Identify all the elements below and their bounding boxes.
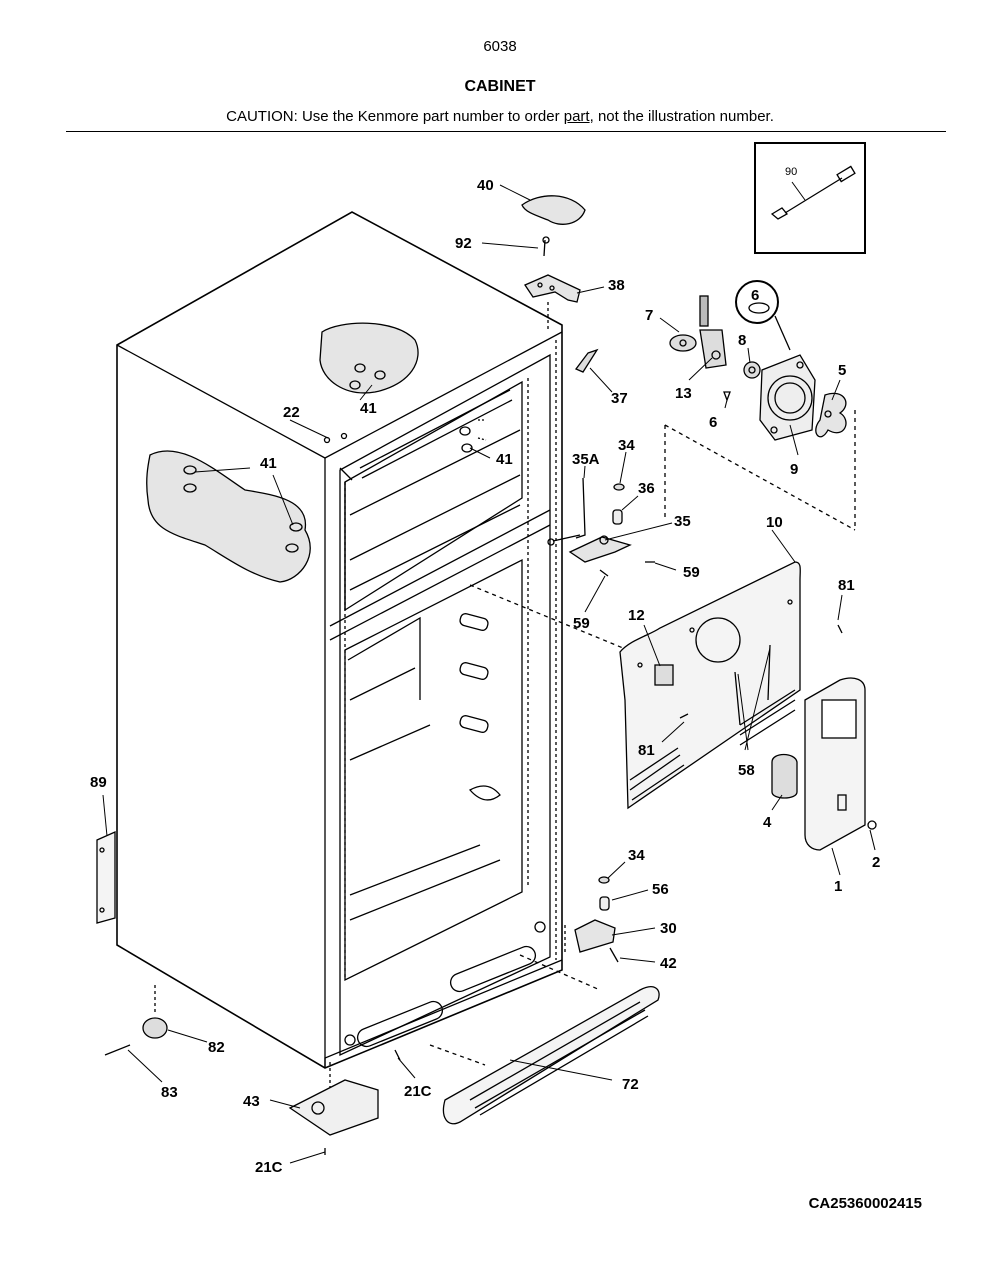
callout-5: 5 xyxy=(838,362,846,379)
callout-12: 12 xyxy=(628,607,645,624)
part-36-bushing xyxy=(612,509,623,525)
callout-58: 58 xyxy=(738,762,755,779)
callout-2: 2 xyxy=(872,854,880,871)
part-37-spacer xyxy=(574,348,599,373)
part-56-bushing xyxy=(599,896,610,911)
part-92-screw xyxy=(542,236,550,257)
part-13-fan-motor xyxy=(699,295,727,369)
part-12-label xyxy=(654,664,674,686)
callout-10: 10 xyxy=(766,514,783,531)
callout-8: 8 xyxy=(738,332,746,349)
document-code: CA25360002415 xyxy=(808,1195,922,1212)
callout-40: 40 xyxy=(477,177,494,194)
callout-90: 90 xyxy=(785,166,797,178)
caution-text-underlined: part xyxy=(563,108,590,125)
part-8-motor-mount xyxy=(743,361,761,379)
cabinet-shell xyxy=(116,211,641,1095)
callout-7: 7 xyxy=(645,307,653,324)
callout-59-right: 59 xyxy=(683,564,700,581)
part-41-pads xyxy=(459,419,487,453)
part-90-probe xyxy=(770,165,856,220)
part-40-hinge-cover xyxy=(521,195,586,225)
callout-22: 22 xyxy=(283,404,300,421)
part-89-bracket xyxy=(96,830,116,924)
callout-35A: 35A xyxy=(572,451,600,468)
part-82-roller xyxy=(142,1017,168,1039)
callout-6-detail: 6 xyxy=(751,287,759,304)
part-6-screw xyxy=(723,391,731,402)
callout-30: 30 xyxy=(660,920,677,937)
callout-36: 36 xyxy=(638,480,655,497)
callout-82: 82 xyxy=(208,1039,225,1056)
callout-34-lower: 34 xyxy=(628,847,645,864)
callout-81-left: 81 xyxy=(638,742,655,759)
part-81-screws xyxy=(679,624,843,719)
callout-56: 56 xyxy=(652,881,669,898)
part-9-fan-shroud xyxy=(759,354,816,441)
part-59-screws xyxy=(599,561,655,577)
part-4-light-shield xyxy=(771,753,798,799)
callout-38: 38 xyxy=(608,277,625,294)
callout-83: 83 xyxy=(161,1084,178,1101)
callout-13: 13 xyxy=(675,385,692,402)
caution-text-before: CAUTION: Use the Kenmore part number to … xyxy=(226,108,564,125)
header-divider xyxy=(66,131,946,132)
part-5-fan-blade xyxy=(815,392,847,438)
callout-21C-right: 21C xyxy=(404,1083,432,1100)
part-42-screw xyxy=(609,947,619,963)
part-30-lower-hinge xyxy=(574,919,616,953)
callout-92: 92 xyxy=(455,235,472,252)
callout-81-right: 81 xyxy=(838,577,855,594)
callout-34: 34 xyxy=(618,437,635,454)
part-34-washer-lower xyxy=(598,876,610,884)
part-21C-screws xyxy=(324,1049,401,1155)
part-34-washer xyxy=(613,483,625,491)
part-2-screw xyxy=(867,820,877,830)
callout-41-pads: 41 xyxy=(496,451,513,468)
callout-21C-left: 21C xyxy=(255,1159,283,1176)
assembly-outline xyxy=(664,410,856,531)
part-35-center-hinge xyxy=(568,535,632,563)
part-41-insulation-side xyxy=(146,450,311,583)
part-7-motor-bracket xyxy=(669,334,697,352)
part-83-axle xyxy=(104,1044,131,1056)
leader-lines xyxy=(102,181,876,1164)
callout-42: 42 xyxy=(660,955,677,972)
part-58-screws xyxy=(734,644,771,726)
callout-72: 72 xyxy=(622,1076,639,1093)
part-35A-hinge-pin xyxy=(547,477,586,546)
caution-text-after: , not the illustration number. xyxy=(589,108,774,125)
part-43-leveler-bracket xyxy=(288,1079,379,1136)
caution-note: CAUTION: Use the Kenmore part number to … xyxy=(0,108,1000,125)
page-number: 6038 xyxy=(483,38,517,55)
callout-9: 9 xyxy=(790,461,798,478)
part-72-toe-grille xyxy=(442,986,660,1125)
part-38-hinge xyxy=(524,274,581,303)
callout-43: 43 xyxy=(243,1093,260,1110)
part-1-light-housing xyxy=(804,677,866,851)
callout-41-top: 41 xyxy=(360,400,377,417)
callout-59-left: 59 xyxy=(573,615,590,632)
page-title: CABINET xyxy=(464,78,536,95)
inset-box xyxy=(754,142,866,254)
callout-6: 6 xyxy=(709,414,717,431)
callout-1: 1 xyxy=(834,878,842,895)
callout-37: 37 xyxy=(611,390,628,407)
callout-4: 4 xyxy=(763,814,772,831)
callout-89: 89 xyxy=(90,774,107,791)
callout-35: 35 xyxy=(674,513,691,530)
callout-41-side: 41 xyxy=(260,455,277,472)
part-10-evaporator-cover xyxy=(619,561,801,810)
part-41-insulation-top xyxy=(319,322,419,394)
part-6-grommet-detail xyxy=(735,280,791,351)
